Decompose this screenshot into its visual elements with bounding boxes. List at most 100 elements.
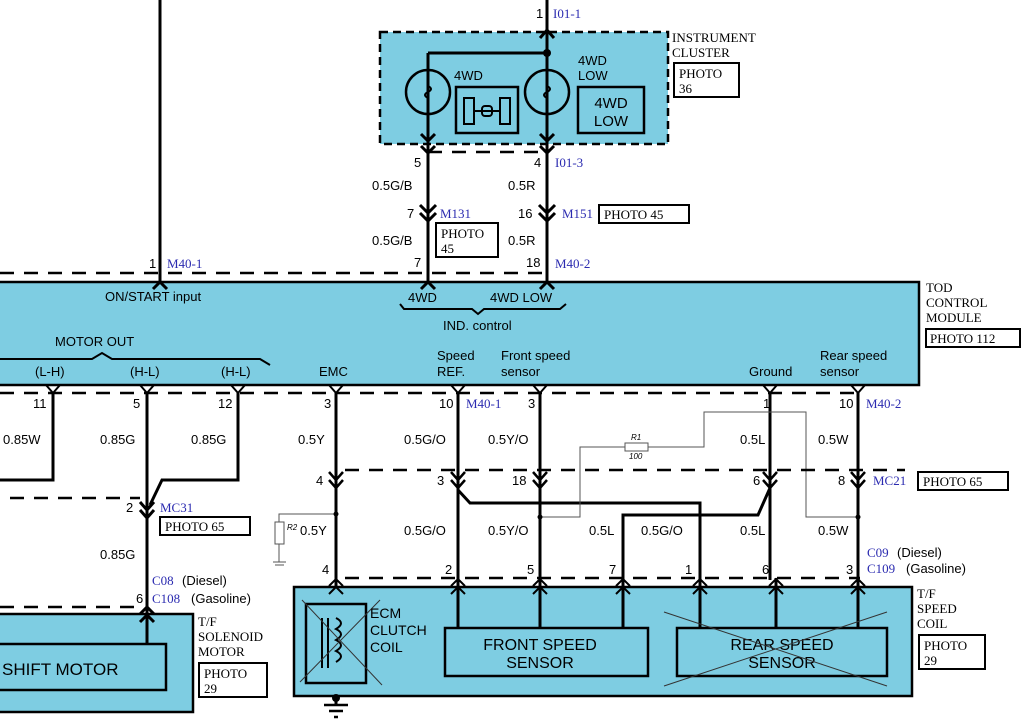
pin-label-rear-speed-2: sensor: [820, 364, 860, 379]
connector-note: (Gasoline): [191, 591, 251, 606]
strike-line: [301, 599, 383, 686]
wire-gauge-label: 0.5R: [508, 233, 535, 248]
speed-coil-title-line2: SPEED: [917, 601, 957, 616]
photo-label: PHOTO 65: [923, 474, 982, 489]
pin-label-h-l: (H-L): [130, 364, 160, 379]
connector-c108: C108: [152, 591, 180, 606]
photo-29-box-speed-coil[interactable]: [918, 634, 986, 670]
coil-winding-icon: [333, 617, 342, 663]
wire-ground-branch[interactable]: [621, 487, 772, 580]
on-start-input-label: ON/START input: [105, 289, 201, 304]
pin-label: 12: [218, 396, 232, 411]
wire-gauge-label: 0.5G/O: [404, 523, 446, 538]
tod-module-box[interactable]: [0, 280, 921, 387]
speed-coil-pin-arrows: [328, 577, 866, 595]
speed-coil-title-line1: T/F: [917, 586, 936, 601]
pin-label: 2: [126, 500, 133, 515]
connector-chevron-icon: [418, 211, 438, 224]
front-speed-sensor-box[interactable]: [443, 626, 650, 678]
pin-label: 7: [414, 255, 421, 270]
pin-arrow-icon: [138, 612, 156, 624]
tod-title-line1: TOD: [926, 280, 952, 295]
connector-m40-1-top: M40-1: [167, 256, 202, 271]
rear-speed-sensor-box[interactable]: [675, 626, 889, 678]
ind-4wd-low-label: 4WD LOW: [490, 290, 553, 305]
wire-gauge-label: 0.85W: [3, 432, 41, 447]
photo-112-box[interactable]: [925, 328, 1021, 348]
instrument-cluster[interactable]: 4WD LOW 4WD 4WD LOW 1 I01-1 INSTRUMENT C…: [378, 0, 756, 146]
photo-label: PHOTO 65: [165, 519, 224, 534]
motor-out-label: MOTOR OUT: [55, 334, 134, 349]
ecm-clutch-coil-box: [304, 602, 368, 685]
front-sensor-label-line1: FRONT SPEED: [483, 637, 597, 654]
r1-lead: [540, 446, 625, 518]
r1-lead: [648, 411, 858, 518]
photo-36-box[interactable]: [673, 62, 740, 98]
wire-gauge-label: 0.85G: [100, 432, 135, 447]
pin-label: 18: [526, 255, 540, 270]
connector-i01-1: I01-1: [553, 6, 581, 21]
wire-gauge-label: 0.5Y/O: [488, 523, 528, 538]
photo-45-box-left[interactable]: [435, 222, 499, 258]
lamp-filament-icon: [424, 85, 432, 99]
solenoid-title-line1: T/F: [198, 614, 217, 629]
pin-label: 16: [518, 206, 532, 221]
connector-c09: C09: [867, 545, 889, 560]
wire-gauge-label: 0.5G/B: [372, 178, 412, 193]
tod-control-module[interactable]: ON/START input 4WD 4WD LOW IND. control …: [0, 279, 921, 387]
connector-chevron-icon: [418, 203, 438, 216]
connector-m40-2: M40-2: [866, 396, 901, 411]
r2-lead: [278, 513, 336, 522]
pin-label: 11: [33, 396, 47, 411]
wire-gauge-label: 0.5Y: [298, 432, 325, 447]
photo-label: PHOTO: [924, 638, 967, 653]
connector-chevron-icon: [537, 203, 557, 216]
front-sensor-label-line2: SENSOR: [506, 655, 574, 672]
cluster-title-line2: CLUSTER: [672, 45, 730, 60]
pin-label-rear-speed-1: Rear speed: [820, 348, 887, 363]
indicator-4wd-low-line2: LOW: [594, 113, 629, 130]
wire-gauge-label: 0.5Y: [300, 523, 327, 538]
shift-motor-box[interactable]: [0, 642, 168, 692]
connector-i01-3: I01-3: [555, 155, 583, 170]
pin-label: 6: [136, 591, 143, 606]
lamp-4wd-low-label-line2: LOW: [578, 68, 608, 83]
wire-motor-h-l-12[interactable]: [148, 393, 240, 506]
wire-motor-l-h[interactable]: [0, 393, 55, 482]
speed-coil-box[interactable]: [292, 585, 914, 698]
wire-speed-ref-branch[interactable]: [456, 488, 702, 580]
connector-note: (Gasoline): [906, 561, 966, 576]
shift-motor-label: SHIFT MOTOR: [2, 660, 119, 679]
wire-gauge-label: 0.5G/O: [641, 523, 683, 538]
photo-number: 45: [441, 241, 454, 256]
4wd-low-indicator-box: [576, 85, 646, 135]
photo-label: PHOTO: [204, 666, 247, 681]
photo-45-box[interactable]: [598, 204, 690, 224]
pin-label: 7: [407, 206, 414, 221]
pin-label: 6: [753, 473, 760, 488]
drivetrain-icon: [463, 97, 511, 125]
photo-65-box-mc31[interactable]: [159, 516, 251, 536]
resistor-r2-icon: [274, 521, 285, 545]
pin-label-speed-ref-1: Speed: [437, 348, 475, 363]
ind-control-label: IND. control: [443, 318, 512, 333]
photo-65-box-mc21[interactable]: [917, 471, 1009, 491]
pin-arrow-icon: [151, 279, 169, 291]
photo-29-box-solenoid[interactable]: [198, 662, 268, 698]
ecm-label-line2: CLUTCH: [370, 622, 427, 638]
photo-label: PHOTO: [679, 66, 722, 81]
lamp-4wd-low-label-line1: 4WD: [578, 53, 607, 68]
lamp-filament-icon: [543, 85, 551, 99]
lamp-4wd-icon: [404, 68, 452, 116]
r1-value: 100: [629, 452, 643, 461]
pin-arrow-icon: [419, 279, 437, 291]
pin-label: 1: [685, 562, 692, 577]
junction-dot-icon: [332, 694, 340, 702]
pin-label-ground: Ground: [749, 364, 792, 379]
pin-label: 3: [437, 473, 444, 488]
tf-speed-coil[interactable]: ECM CLUTCH COIL FRONT SPEED SENSOR REAR …: [292, 577, 914, 719]
brace-icon: [0, 351, 271, 366]
tf-solenoid-motor[interactable]: SHIFT MOTOR: [0, 604, 195, 714]
connector-chevron-icon: [537, 211, 557, 224]
